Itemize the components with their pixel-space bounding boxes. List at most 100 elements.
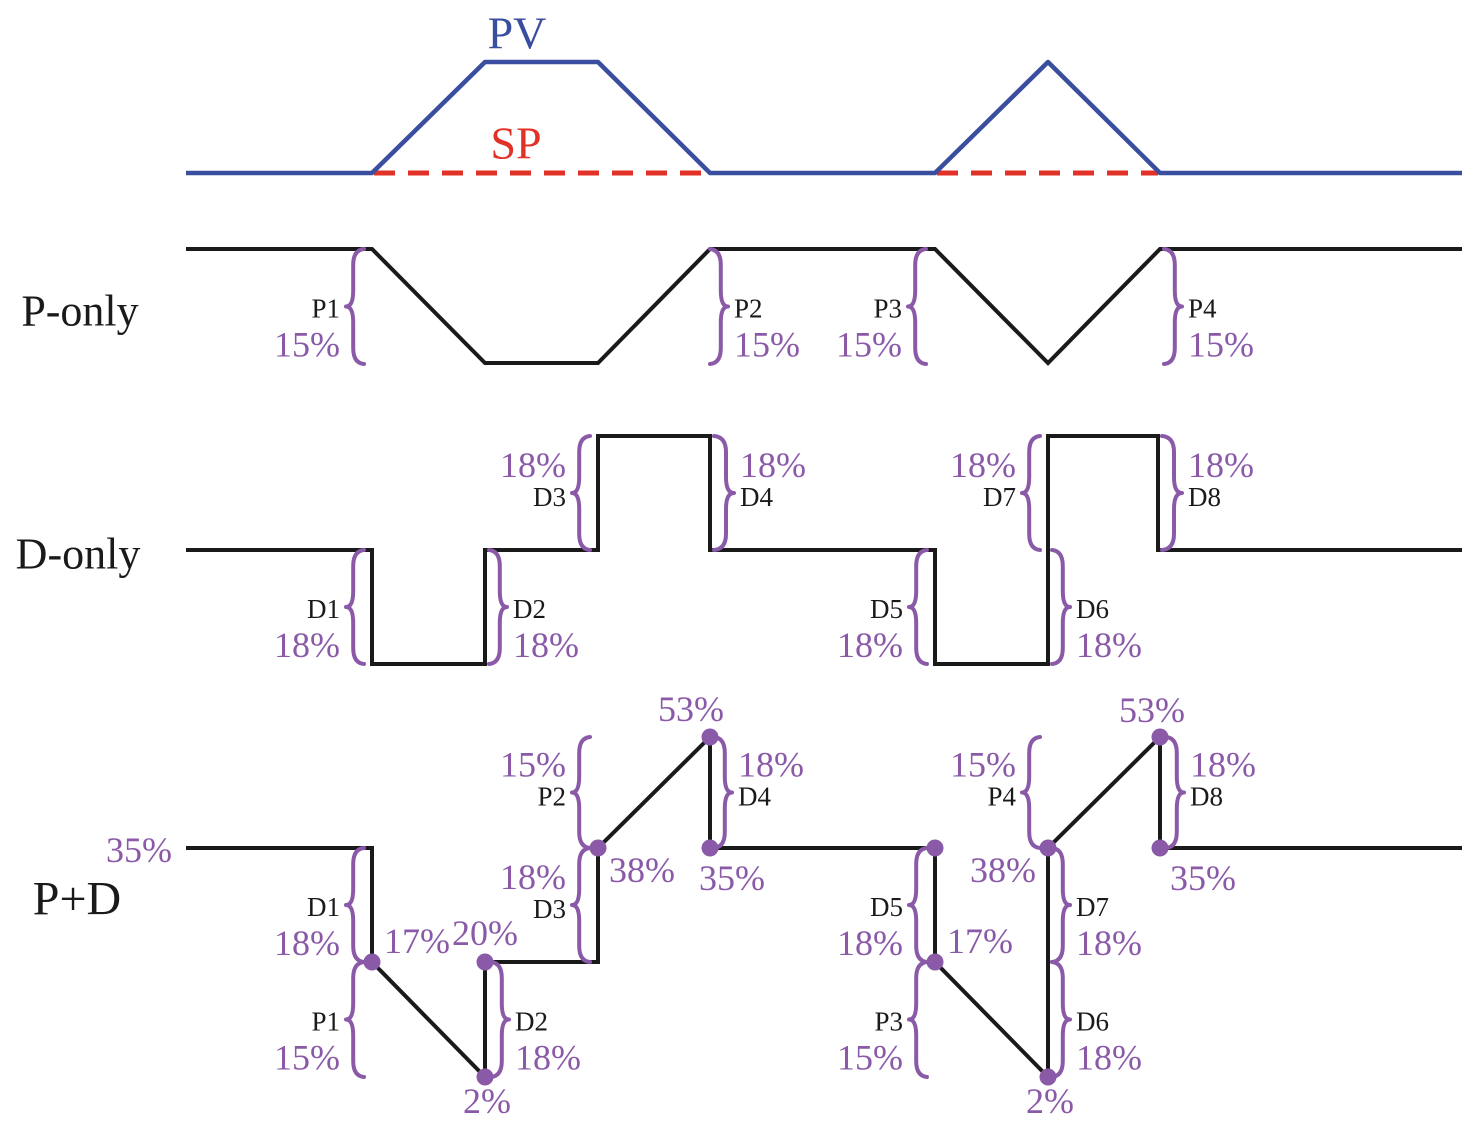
vertex-dot [476,1068,494,1086]
vertex-value-label-2: 2% [463,1081,511,1121]
annotation-id-label-p+d-D5: D5 [870,892,903,922]
brace-p+d-D6 [1050,960,1072,1079]
diagram-content: P115%P215%P315%P415%D118%D218%D318%D418%… [106,59,1462,1121]
annotation-pct-label-d-only-D2: 18% [513,625,579,665]
annotation-id-label-d-only-D2: D2 [513,594,546,624]
brace-p-only-P1 [344,247,366,366]
annotation-pct-label-d-only-D4: 18% [740,445,806,485]
annotation-id-label-p+d-D1: D1 [307,892,340,922]
vertex-dot [363,953,381,971]
annotation-id-label-d-only-D1: D1 [307,594,340,624]
annotation-id-label-d-only-D8: D8 [1188,482,1221,512]
annotation-id-label-p+d-D6: D6 [1076,1007,1109,1037]
annotation-id-label-p+d-D3: D3 [533,894,566,924]
annotation-pct-label-d-only-D3: 18% [500,445,566,485]
annotation-id-label-p+d-P3: P3 [874,1007,903,1037]
d-only-trace [186,434,1462,666]
vertex-value-label-10: 53% [1119,690,1185,730]
annotation-pct-label-d-only-D1: 18% [274,625,340,665]
brace-p+d-D3 [570,846,592,964]
brace-d-only-D8 [1160,434,1184,552]
annotation-pct-label-d-only-D7: 18% [950,445,1016,485]
vertex-value-label-7: 17% [947,921,1013,961]
pv-legend-label: PV [488,8,547,59]
annotation-id-label-p+d-P4: P4 [987,782,1016,812]
annotation-pct-label-p-only-P4: 15% [1188,325,1254,365]
p-only-row-label: P-only [21,287,138,336]
vertex-dot [926,953,944,971]
sp-legend-label: SP [490,118,541,169]
brace-d-only-D2 [487,548,509,666]
brace-p-only-P3 [906,247,928,366]
annotation-id-label-p-only-P1: P1 [311,294,340,324]
annotation-pct-label-p+d-D6: 18% [1076,1038,1142,1078]
annotation-id-label-p-only-P4: P4 [1188,294,1217,324]
annotation-pct-label-p-only-P3: 15% [836,325,902,365]
vertex-value-label-0: 35% [106,830,172,870]
annotation-id-label-p-only-P3: P3 [873,294,902,324]
annotation-pct-label-d-only-D5: 18% [837,625,903,665]
annotation-pct-label-p+d-D3: 18% [500,857,566,897]
d-only-row-label: D-only [16,530,141,579]
p-plus-d-row-label: P+D [33,873,121,926]
annotation-pct-label-p+d-P3: 15% [837,1038,903,1078]
brace-d-only-D1 [344,548,366,666]
vertex-value-label-9: 38% [970,850,1036,890]
brace-p-only-P2 [708,247,730,366]
vertex-value-label-6: 35% [699,858,765,898]
brace-d-only-D5 [907,548,929,666]
vertex-dot [476,953,494,971]
brace-p+d-P1 [344,960,366,1079]
vertex-dot [1151,728,1169,746]
annotation-id-label-p+d-P1: P1 [311,1007,340,1037]
brace-p+d-D7 [1050,846,1072,964]
annotation-pct-label-p+d-D7: 18% [1076,923,1142,963]
vertex-dot [1039,1068,1057,1086]
annotation-id-label-d-only-D4: D4 [740,482,773,512]
annotation-pct-label-p+d-D1: 18% [274,923,340,963]
annotation-pct-label-p+d-P1: 15% [274,1038,340,1078]
brace-p+d-D1 [344,846,366,964]
annotation-id-label-p+d-D2: D2 [515,1007,548,1037]
vertex-value-label-8: 2% [1026,1081,1074,1121]
annotation-pct-label-p-only-P2: 15% [734,325,800,365]
brace-p+d-D2 [489,960,511,1079]
vertex-dot [926,839,944,857]
vertex-dot [701,728,719,746]
vertex-value-label-11: 35% [1170,858,1236,898]
brace-d-only-D6 [1050,548,1072,666]
brace-p+d-P2 [570,735,592,850]
annotation-id-label-p-only-P2: P2 [734,294,763,324]
brace-d-only-D3 [570,434,592,552]
pv-trace [186,59,1462,176]
annotation-id-label-d-only-D5: D5 [870,594,903,624]
vertex-dot [1151,839,1169,857]
vertex-dot [1039,839,1057,857]
annotation-pct-label-p+d-P4: 15% [950,745,1016,785]
brace-p+d-P3 [907,960,929,1079]
annotation-pct-label-p+d-P2: 15% [500,745,566,785]
annotation-pct-label-p+d-D8: 18% [1190,745,1256,785]
annotation-pct-label-p-only-P1: 15% [274,325,340,365]
brace-p+d-P4 [1020,735,1042,850]
annotation-id-label-p+d-D7: D7 [1076,892,1109,922]
p-plus-d-trace [186,732,1462,1082]
annotation-id-label-d-only-D3: D3 [533,482,566,512]
annotation-id-label-d-only-D7: D7 [983,482,1016,512]
annotation-pct-label-d-only-D8: 18% [1188,445,1254,485]
annotation-id-label-p+d-D4: D4 [738,782,771,812]
annotation-id-label-d-only-D6: D6 [1076,594,1109,624]
p-only-trace [186,247,1462,366]
vertex-dot [701,839,719,857]
brace-p+d-D8 [1164,735,1186,850]
annotation-id-label-p+d-D8: D8 [1190,782,1223,812]
vertex-value-label-1: 17% [384,921,450,961]
annotation-pct-label-p+d-D4: 18% [738,745,804,785]
vertex-value-label-3: 20% [452,913,518,953]
brace-p-only-P4 [1162,247,1184,366]
annotation-pct-label-p+d-D5: 18% [837,923,903,963]
brace-d-only-D7 [1020,434,1042,552]
vertex-value-label-5: 53% [658,689,724,729]
